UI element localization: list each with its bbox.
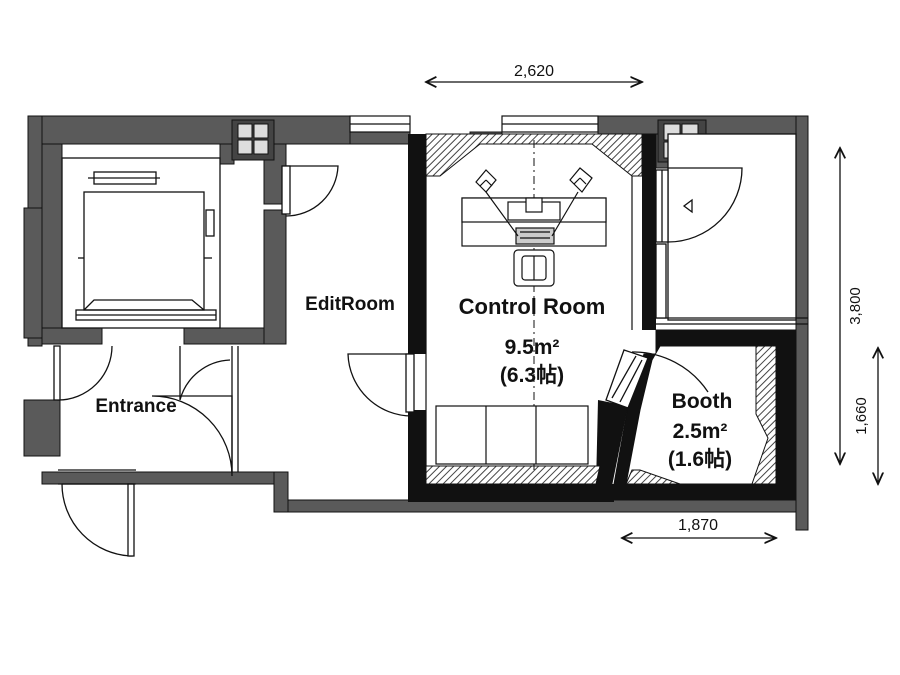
control-room-walls xyxy=(408,134,656,502)
entrance-doors xyxy=(53,345,239,557)
control-room-door xyxy=(347,353,415,417)
dimension-right-height: 3,800 xyxy=(847,287,864,325)
console-desk xyxy=(461,197,607,247)
speaker-icon-left xyxy=(475,169,519,237)
dimension-booth-height: 1,660 xyxy=(853,397,870,435)
edit-room-label: EditRoom xyxy=(305,294,395,315)
dimension-lines xyxy=(426,82,878,538)
windows xyxy=(349,115,599,133)
control-room-tatami: (6.3帖) xyxy=(500,364,564,387)
elevator xyxy=(61,157,221,329)
booth-door xyxy=(605,349,709,409)
control-room-label: Control Room xyxy=(459,294,606,319)
dimension-booth-width: 1,870 xyxy=(678,517,718,534)
speaker-icon-right xyxy=(551,167,593,237)
entrance-label: Entrance xyxy=(95,396,176,417)
right-closet xyxy=(655,133,808,325)
editroom-top-door xyxy=(281,165,339,217)
chair-icon xyxy=(513,249,555,287)
booth-tatami: (1.6帖) xyxy=(668,448,732,471)
dimension-top-width: 2,620 xyxy=(514,63,554,80)
control-room-area: 9.5m² xyxy=(505,336,560,359)
booth-area: 2.5m² xyxy=(673,420,728,443)
booth-label: Booth xyxy=(672,390,733,413)
exterior-walls xyxy=(23,115,809,531)
booth-walls xyxy=(613,329,797,501)
sofa xyxy=(435,405,589,465)
